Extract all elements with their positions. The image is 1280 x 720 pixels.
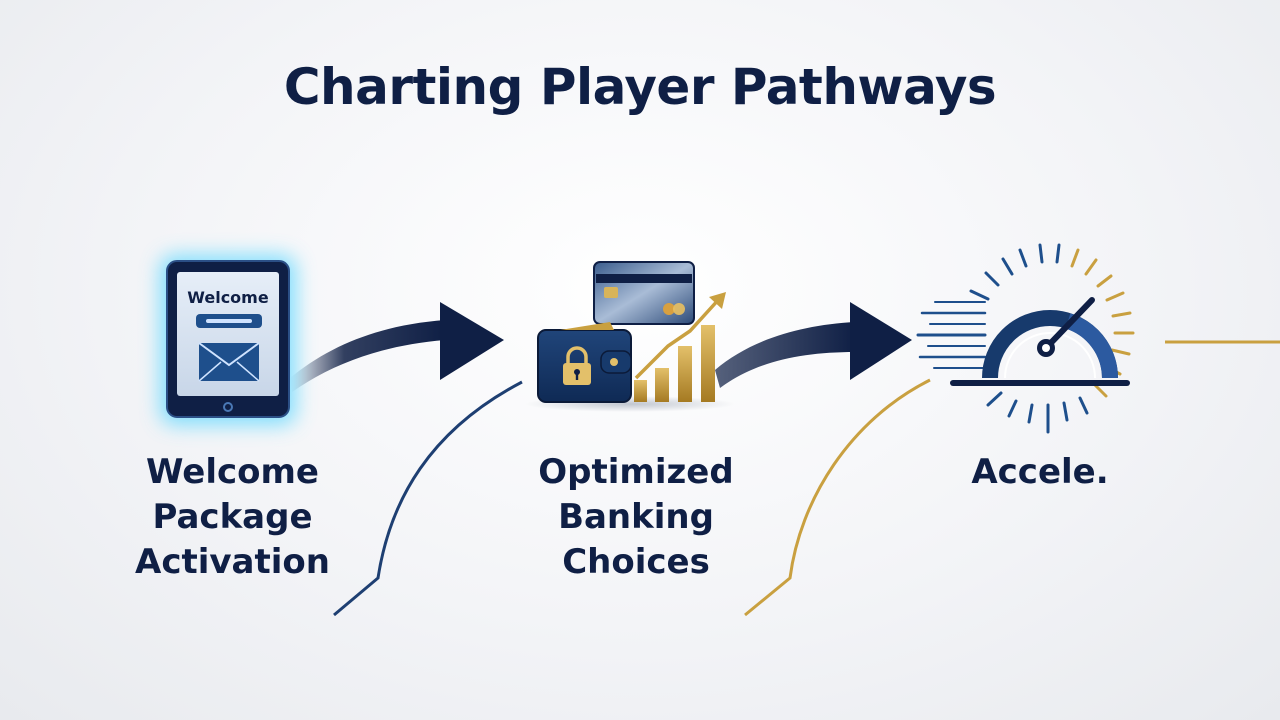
step-2-label-line-1: Optimized: [538, 452, 734, 492]
step-1-label-line-2: Package: [152, 497, 313, 537]
step-1-label-line-1: Welcome: [145, 452, 319, 492]
flow-arrow-1: [290, 302, 504, 392]
wallet-icon: [537, 322, 632, 403]
step-2-label-line-3: Choices: [562, 542, 710, 582]
tablet-welcome-email-icon: Welcome: [160, 255, 296, 425]
padlock-icon: [563, 346, 591, 385]
step-2-label-line-2: Banking: [558, 497, 714, 537]
page-title: Charting Player Pathways: [283, 58, 997, 116]
envelope-icon: [198, 342, 260, 382]
navy-curve-line: [333, 380, 523, 617]
wallet-card-growth-icon: [525, 261, 735, 412]
tablet-screen-text: Welcome: [187, 288, 269, 307]
step-label-welcome-package: Welcome Package Activation: [100, 450, 365, 585]
flow-arrow-2: [715, 302, 912, 388]
speedometer-icon: [916, 243, 1135, 434]
step-1-label-line-3: Activation: [135, 542, 330, 582]
step-3-label-line-1: Accele.: [971, 452, 1109, 492]
gold-curve-line: [744, 378, 931, 617]
growth-chart-icon: [634, 292, 726, 402]
credit-card-icon: [593, 261, 695, 325]
step-label-accele: Accele.: [940, 450, 1140, 495]
step-label-banking-choices: Optimized Banking Choices: [500, 450, 772, 585]
